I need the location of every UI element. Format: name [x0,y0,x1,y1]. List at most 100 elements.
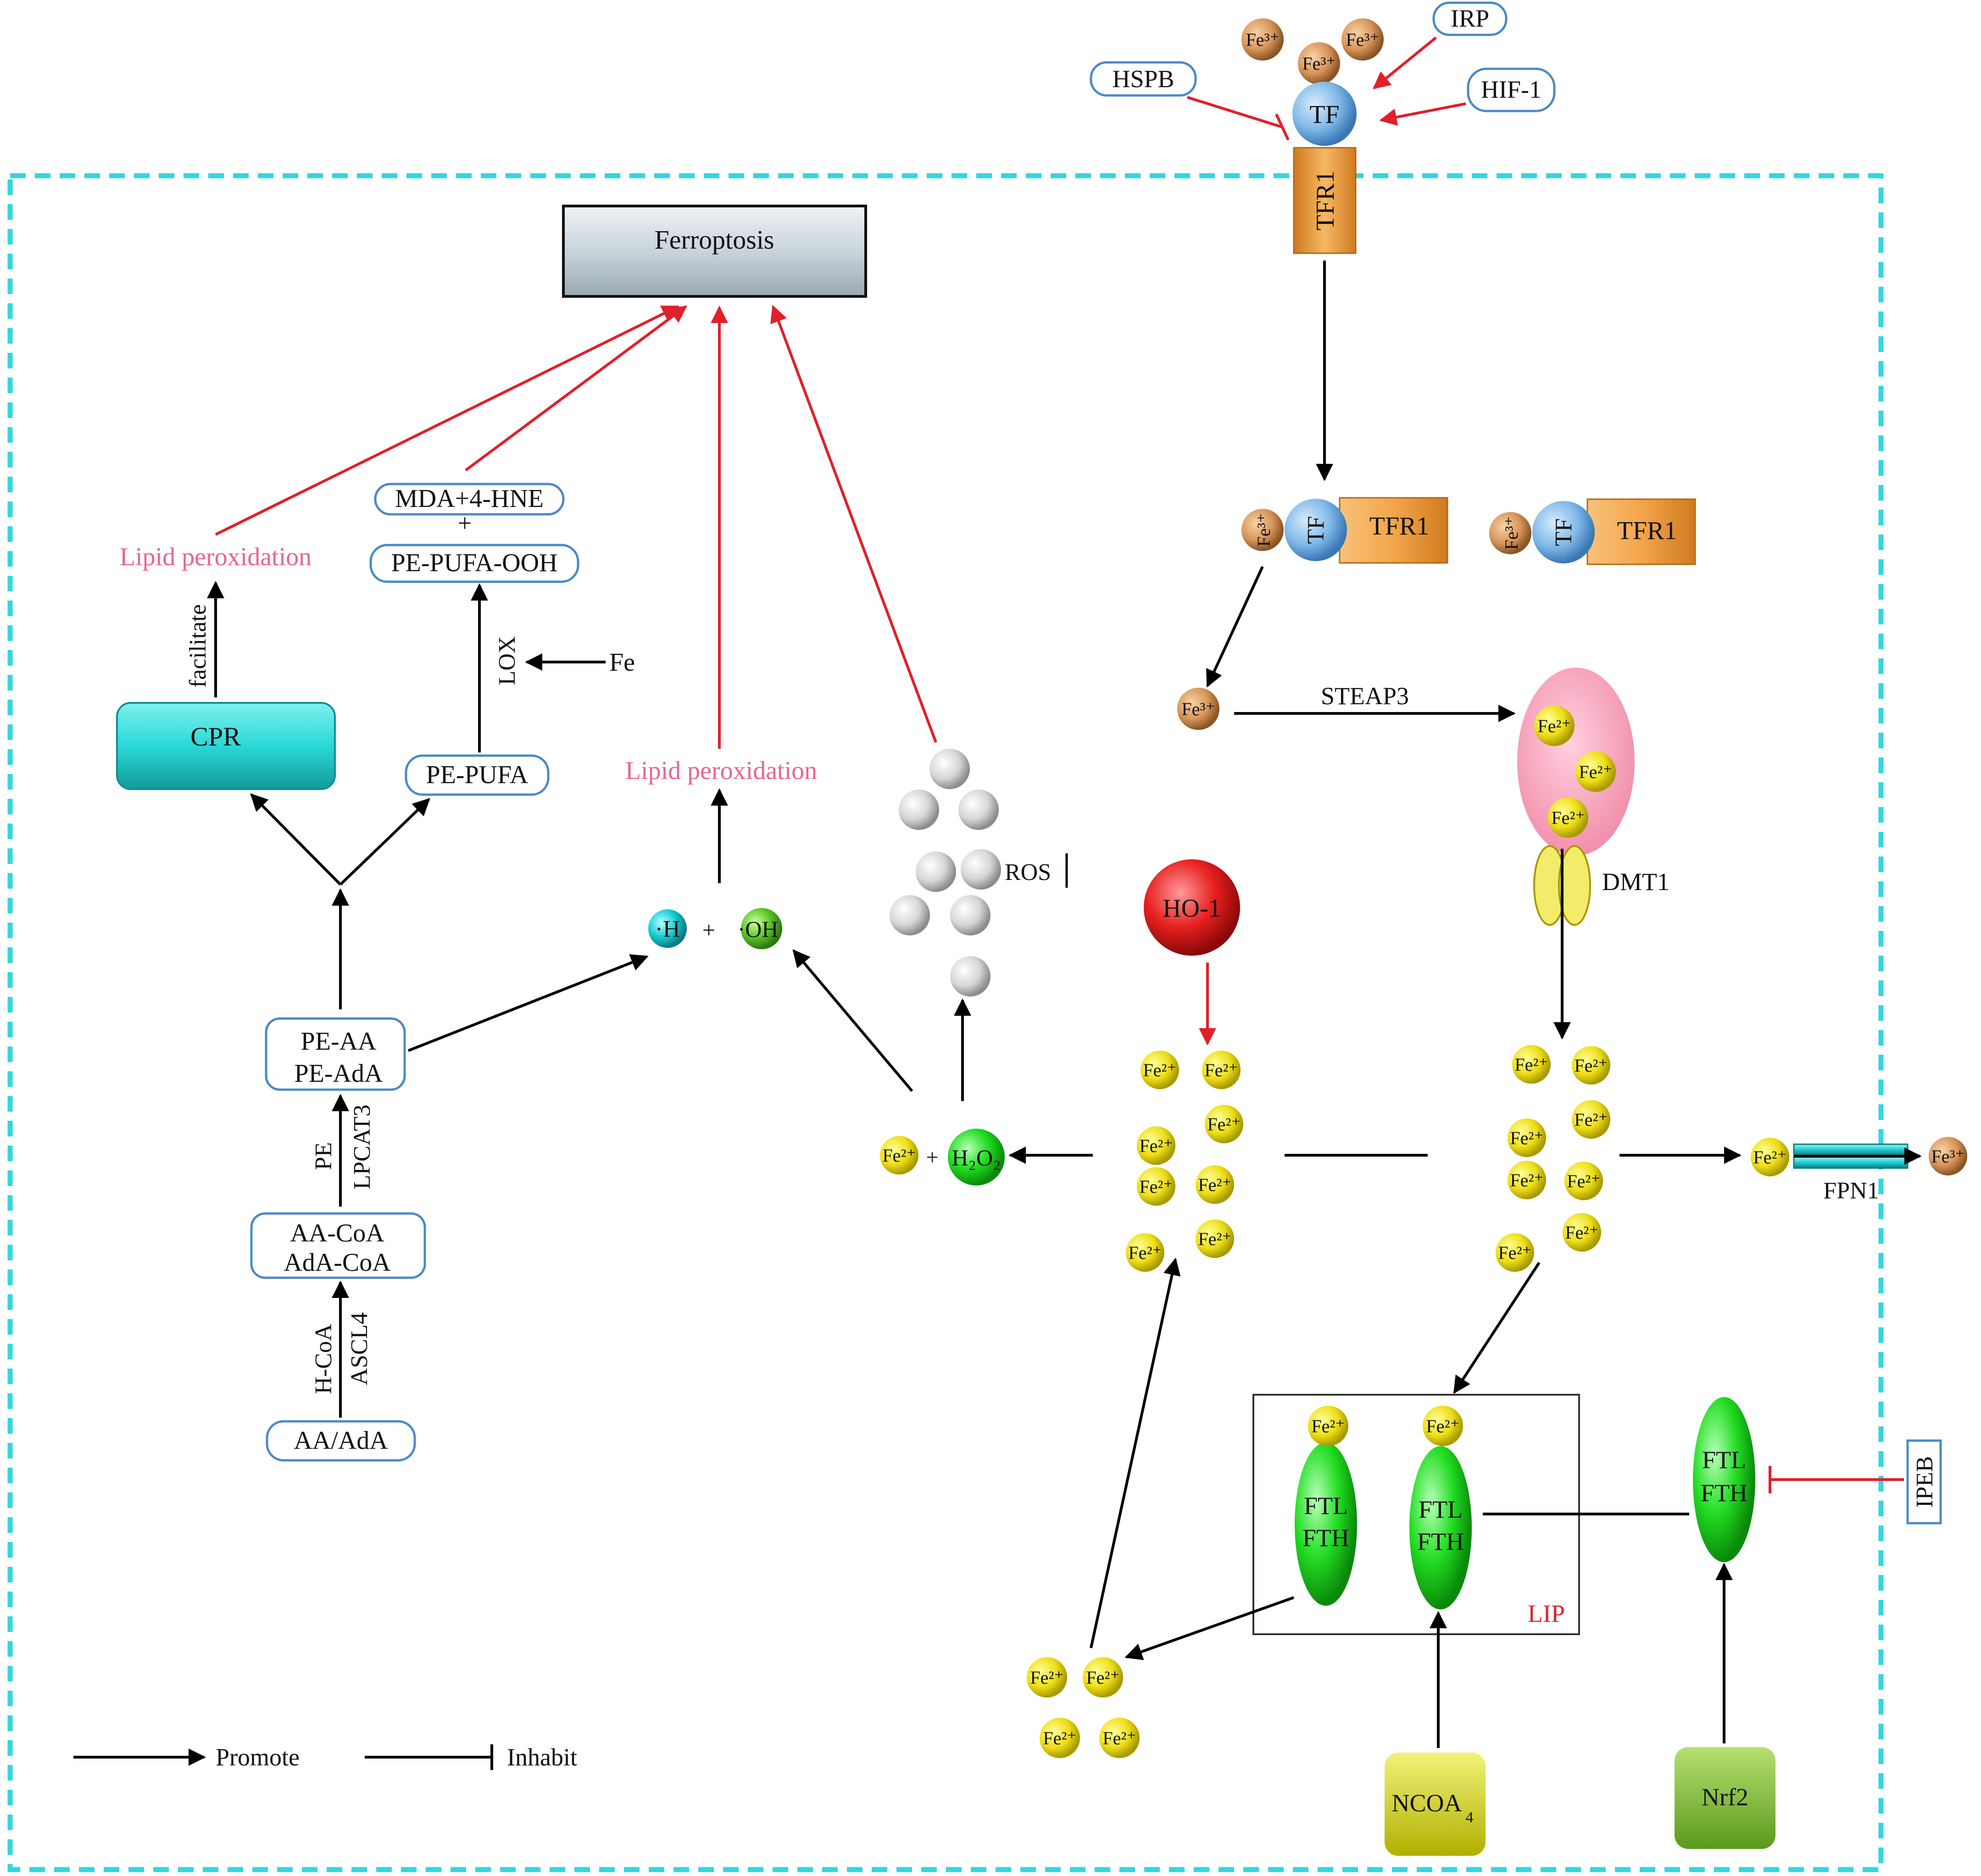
tf-top-label: TF [1309,100,1339,129]
svg-text:Fe²⁺: Fe²⁺ [1198,1229,1231,1249]
ros-label: ROS [1005,859,1051,885]
svg-text:Fe³⁺: Fe³⁺ [1931,1146,1964,1167]
svg-text:FTH: FTH [1417,1528,1464,1555]
pe-ada-label: PE-AdA [295,1059,383,1088]
arrow-release-fe3 [1206,566,1264,688]
svg-text:Fe²⁺: Fe²⁺ [1753,1147,1786,1168]
cpr-box: CPR [116,702,336,790]
hif1-box [1467,67,1556,112]
svg-text:Fe²⁺: Fe²⁺ [1537,716,1571,736]
cell-membrane [7,173,1884,1872]
hspb-box [1090,61,1197,97]
pe-label: PE [311,1142,337,1170]
ferroptosis-inputs [215,305,937,749]
hspb-label: HSPB [1112,65,1174,93]
svg-text:NCOA: NCOA [1391,1789,1462,1817]
fe2-h2o2-group: Fe²⁺ [880,1136,918,1175]
legend-inhibit-label: Inhabit [507,1743,577,1771]
h2o2-sphere [948,1129,1005,1186]
dmt1-label: DMT1 [1602,868,1669,896]
ipeb-box [1906,1439,1942,1525]
tf-complex-2: TFR1 TF Fe³⁺ [1489,498,1696,565]
pe-aa-label: PE-AA [301,1027,377,1056]
ferroptosis-box: Ferroptosis [562,205,867,298]
lox-label: LOX [494,636,520,685]
dmt1-channel [1533,845,1591,1040]
svg-text:TFR1: TFR1 [1369,512,1430,540]
lpcat3-label: LPCAT3 [349,1105,375,1190]
svg-text:Fe²⁺: Fe²⁺ [1086,1667,1119,1688]
svg-text:FTL: FTL [1304,1492,1348,1520]
lipid-peroxidation-mid: Lipid peroxidation [625,757,817,785]
pe-aa-box [265,1017,406,1091]
svg-text:Fe²⁺: Fe²⁺ [1574,1055,1608,1076]
svg-text:Fe²⁺: Fe²⁺ [1311,1416,1345,1436]
tfr1-top-label: TFR1 [1311,171,1340,231]
arrow-fe2-to-lip [1453,1262,1541,1394]
ho1-label: HO-1 [1163,894,1221,923]
hcoa-label: H-CoA [311,1324,337,1394]
fe3-steap3: Fe³⁺ [1177,688,1219,730]
lip-label: LIP [1528,1600,1565,1627]
ascl4-label: ASCL4 [346,1313,373,1386]
svg-text:Fe²⁺: Fe²⁺ [1567,1171,1600,1191]
inhibit-hspb-to-tf [1187,96,1290,141]
svg-text:Fe²⁺: Fe²⁺ [1198,1175,1231,1195]
fe3-top-cluster: Fe³⁺ Fe³⁺ Fe³⁺ [1241,18,1384,84]
irp-label: IRP [1451,5,1489,32]
arrow-lipid-left-to-ferroptosis [215,305,680,536]
arrow-release-to-pool [1090,1258,1181,1648]
plus-label: + [458,509,472,537]
svg-text:Fe²⁺: Fe²⁺ [1579,762,1612,782]
arrow-h2o2-to-oh [792,949,913,1092]
ncoa4-box: NCOA 4 [1385,1753,1486,1856]
arrow-irp-to-tf [1373,36,1437,89]
svg-text:Fe²⁺: Fe²⁺ [1043,1728,1076,1748]
legend: Promote Inhabit [73,1743,577,1771]
aa-coa-label: AA-CoA [290,1219,384,1247]
svg-text:Fe³⁺: Fe³⁺ [1302,53,1336,74]
oh-radical-sphere [741,908,782,949]
fe2-release-cluster: Fe²⁺ Fe²⁺ Fe²⁺ Fe²⁺ [1027,1657,1140,1758]
svg-text:FTH: FTH [1701,1479,1747,1507]
svg-text:Fe²⁺: Fe²⁺ [1143,1060,1176,1080]
fe2-export: Fe²⁺ [1751,1138,1789,1176]
pe-pufa-box [405,754,550,796]
oh-radical-label: ·OH [738,916,779,942]
svg-text:Fe²⁺: Fe²⁺ [1498,1242,1531,1263]
hif1-label: HIF-1 [1481,76,1541,103]
svg-text:Fe²⁺: Fe²⁺ [1565,1222,1598,1243]
svg-text:FTL: FTL [1419,1496,1463,1523]
fe2-cluster-right: Fe²⁺ Fe²⁺ Fe²⁺ Fe²⁺ Fe²⁺ Fe²⁺ Fe²⁺ Fe²⁺ [1496,1045,1610,1272]
h-radical-label: ·H [655,916,680,942]
svg-text:Fe²⁺: Fe²⁺ [1551,807,1585,828]
tf-top-sphere [1292,82,1357,146]
tf-complex-1: TFR1 TF Fe³⁺ [1241,497,1448,564]
ferritin-2: FTL FTH Fe²⁺ [1409,1406,1472,1609]
svg-text:FTH: FTH [1302,1524,1349,1552]
h-radical-sphere [648,909,687,948]
ferritin-3: FTL FTH [1693,1397,1755,1562]
pe-pufa-ooh-label: PE-PUFA-OOH [391,549,558,577]
svg-text:Fe³⁺: Fe³⁺ [1181,699,1215,719]
lipid-peroxidation-left: Lipid peroxidation [120,543,312,571]
radical-plus: + [702,917,715,943]
inhibit-ipeb-to-ferritin [1769,1466,1904,1493]
svg-text:Fe²⁺: Fe²⁺ [1128,1242,1162,1263]
arrow-ferritin-release [1124,1596,1295,1660]
svg-text:Fe²⁺: Fe²⁺ [1510,1128,1543,1148]
fe2-cluster-left: Fe²⁺ Fe²⁺ Fe²⁺ Fe²⁺ Fe²⁺ Fe²⁺ Fe²⁺ Fe²⁺ [1126,1051,1243,1272]
svg-text:TF: TF [1303,516,1329,544]
svg-text:Fe²⁺: Fe²⁺ [1426,1416,1459,1436]
steap3-label: STEAP3 [1321,682,1409,710]
svg-text:FTL: FTL [1702,1446,1746,1474]
aa-coa-box [250,1212,426,1279]
facilitate-label: facilitate [185,604,211,688]
arrow-hif1-to-tf [1379,102,1466,126]
ada-coa-label: AdA-CoA [284,1248,391,1277]
svg-text:Fe²⁺: Fe²⁺ [1574,1109,1608,1130]
ros-cluster [890,749,1001,996]
svg-text:Fe³⁺: Fe³⁺ [1246,29,1279,50]
arrow-ros-to-ferroptosis [770,305,937,743]
